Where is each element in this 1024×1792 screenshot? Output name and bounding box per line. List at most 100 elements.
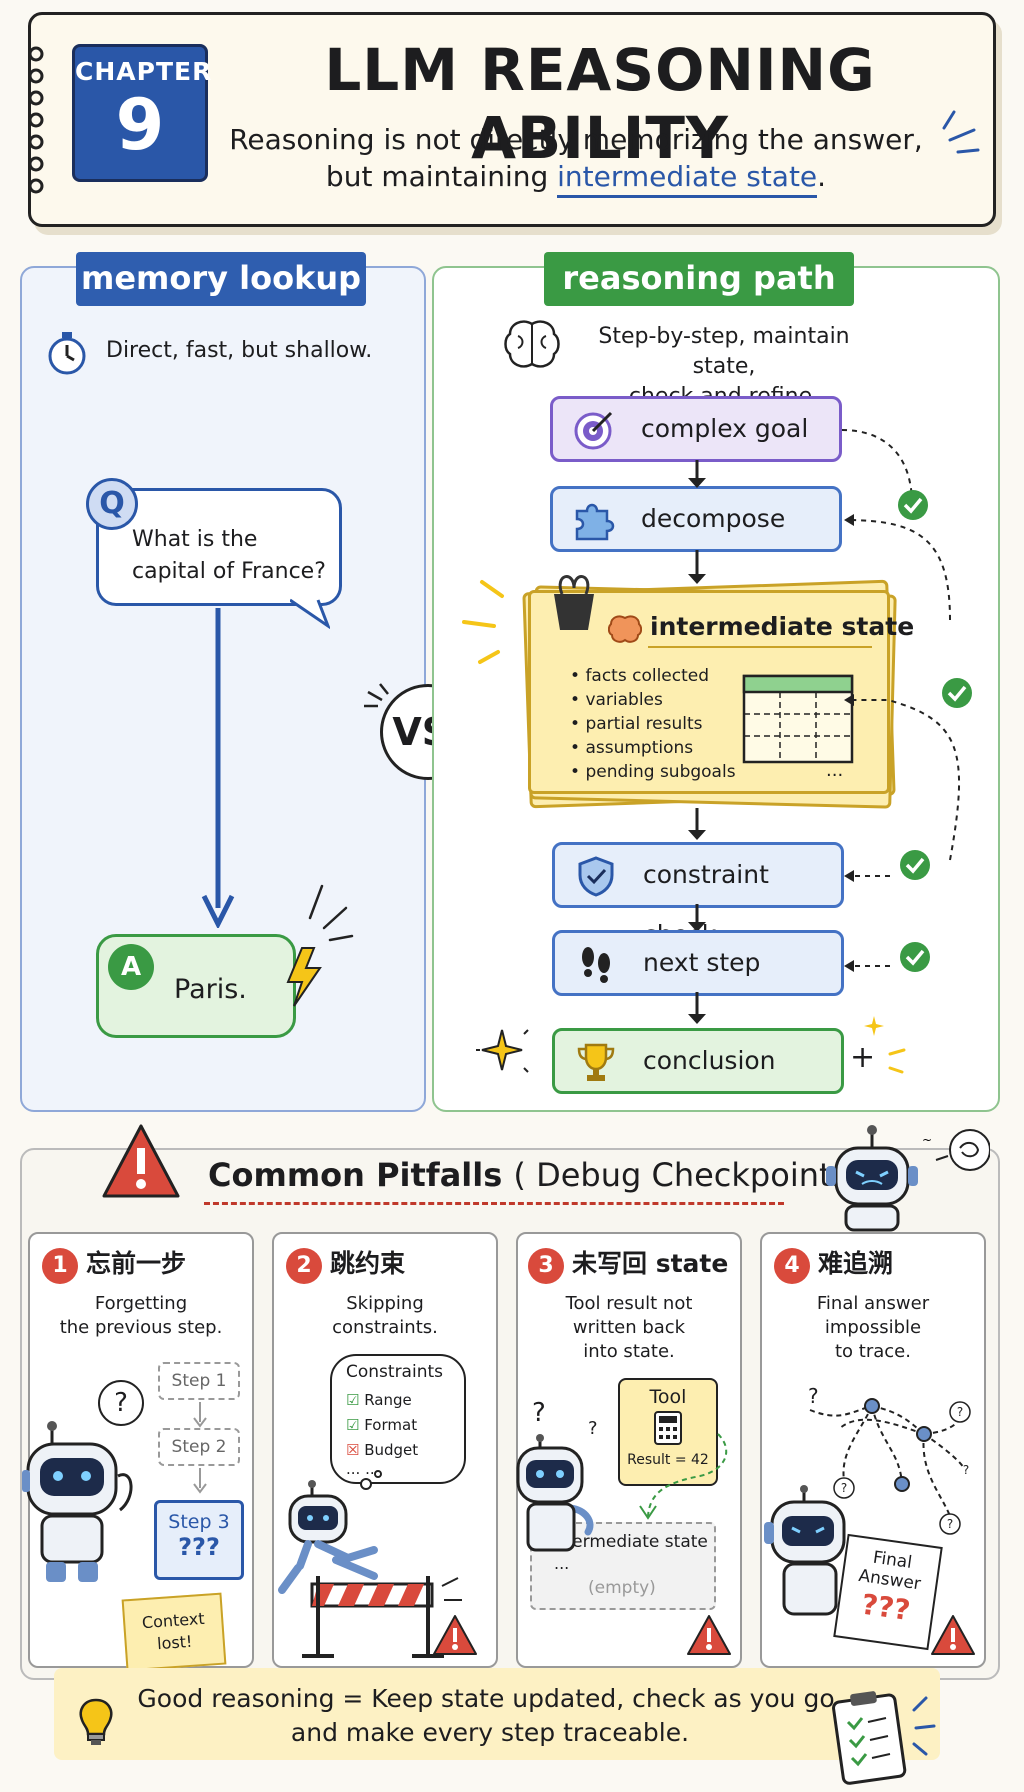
tool-card: Tool Result = 42 bbox=[618, 1378, 718, 1486]
state-box-label: intermediate state bbox=[550, 1532, 708, 1552]
desc-line: Tool result not bbox=[565, 1293, 693, 1314]
pitfall-number: 2 bbox=[286, 1248, 322, 1284]
subtitle-line-1: Reasoning is not directly memorizing the… bbox=[229, 123, 923, 156]
pitfall-3-title: 3 未写回 state bbox=[528, 1244, 728, 1284]
state-items-list: facts collected variables partial result… bbox=[570, 664, 736, 784]
step-box: Step 2 bbox=[158, 1428, 240, 1466]
vs-sparkle-icon bbox=[364, 683, 389, 708]
notebook-spiral-icon bbox=[28, 46, 44, 194]
robot-scratching-icon bbox=[516, 1434, 594, 1552]
desc-line: Final answer bbox=[816, 1293, 930, 1314]
step-label: Step 3 bbox=[168, 1511, 230, 1533]
checkbox-checked-icon: ☑ bbox=[346, 1416, 365, 1434]
pitfall-3-desc: Tool result not written back into state. bbox=[522, 1292, 736, 1364]
confused-robot-icon: ~ bbox=[826, 1125, 990, 1232]
state-item: pending subgoals bbox=[570, 760, 735, 784]
feedback-loops bbox=[841, 429, 960, 972]
robot-sad-icon bbox=[764, 1485, 846, 1616]
svg-text:?: ? bbox=[963, 1463, 969, 1477]
sparkle-lines-icon bbox=[942, 110, 980, 154]
constraint-label: Format bbox=[364, 1416, 418, 1434]
sparkle-small-icon bbox=[864, 1016, 906, 1074]
pitfall-title-text: 跳约束 bbox=[330, 1249, 406, 1278]
warning-icon bbox=[931, 1615, 975, 1655]
flow-arrow bbox=[688, 992, 706, 1024]
step-label: next step bbox=[643, 948, 761, 977]
svg-text:?: ? bbox=[841, 1481, 847, 1495]
state-more: ... bbox=[826, 760, 844, 781]
checkbox-crossed-icon: ☒ bbox=[346, 1441, 365, 1459]
state-box-dots: ... bbox=[554, 1554, 570, 1573]
brain-small-icon bbox=[608, 615, 642, 643]
subtitle-text: but maintaining bbox=[325, 160, 549, 193]
step-arrow bbox=[193, 1402, 207, 1428]
desc-line: impossible bbox=[824, 1317, 922, 1338]
constraints-bubble bbox=[330, 1354, 466, 1484]
check-icon bbox=[942, 678, 972, 708]
trophy-icon bbox=[577, 1043, 615, 1081]
question-text: What is the capital of France? bbox=[132, 527, 326, 584]
pitfalls-underline bbox=[204, 1202, 784, 1205]
step-label: complex goal bbox=[641, 414, 809, 443]
pitfall-number: 3 bbox=[528, 1248, 564, 1284]
check-icon bbox=[898, 490, 928, 520]
pitfall-2-title: 2 跳约束 bbox=[286, 1244, 405, 1284]
binder-clip-icon bbox=[554, 575, 594, 630]
robot-hurdle-icon bbox=[278, 1470, 462, 1658]
answer-badge: A bbox=[108, 944, 154, 990]
question-bubble-small: ? bbox=[98, 1380, 144, 1426]
pitfall-title-text: 未写回 state bbox=[572, 1249, 729, 1278]
robot-thinking-icon bbox=[22, 1421, 133, 1582]
check-icon bbox=[900, 942, 930, 972]
lightning-icon bbox=[286, 884, 354, 1007]
question-badge: Q bbox=[86, 478, 138, 530]
stopwatch-icon bbox=[48, 332, 86, 375]
constraint-row: ☒ Budget bbox=[346, 1438, 418, 1463]
step-constraint-check: constraint check bbox=[552, 842, 844, 949]
pitfalls-subtitle: ( Debug Checkpoints) bbox=[513, 1156, 861, 1194]
paper-marks: ??? bbox=[859, 1587, 913, 1628]
step-label: decompose bbox=[641, 504, 786, 533]
chapter-label: CHAPTER bbox=[75, 57, 213, 86]
footprints-icon bbox=[582, 947, 610, 983]
dashed-arrow bbox=[639, 1433, 728, 1520]
pitfall-number: 4 bbox=[774, 1248, 810, 1284]
checkbox-checked-icon: ☑ bbox=[346, 1391, 365, 1409]
shield-icon bbox=[578, 856, 614, 897]
tool-result: Result = 42 bbox=[627, 1452, 709, 1468]
target-icon bbox=[574, 411, 613, 450]
svg-text:?: ? bbox=[957, 1405, 963, 1419]
pitfall-1-desc: Forgetting the previous step. bbox=[34, 1292, 248, 1340]
subtitle-highlight: intermediate state bbox=[557, 160, 818, 198]
constraint-row: ☑ Range bbox=[346, 1388, 418, 1413]
bubble-tail-icon bbox=[290, 598, 330, 630]
plus-sign: + bbox=[850, 1040, 876, 1075]
question-mark: ? bbox=[588, 1418, 598, 1439]
warning-icon bbox=[687, 1615, 731, 1655]
state-item: assumptions bbox=[570, 736, 736, 760]
page-title: LLM REASONING ABILITY bbox=[324, 36, 876, 172]
tangled-graph-icon: ???? bbox=[809, 1398, 971, 1535]
warning-icon bbox=[102, 1124, 180, 1198]
final-answer-paper: Final Answer ??? bbox=[833, 1533, 943, 1651]
pitfall-title-text: 难追溯 bbox=[818, 1249, 894, 1278]
pitfall-title-text: 忘前一步 bbox=[86, 1249, 187, 1278]
step-next-step: next step bbox=[552, 930, 844, 996]
step-conclusion: conclusion bbox=[552, 1028, 844, 1094]
clipboard-checklist-icon bbox=[832, 1691, 936, 1785]
direct-arrow bbox=[201, 608, 235, 928]
state-box-empty: (empty) bbox=[588, 1578, 656, 1598]
constraints-list: ☑ Range ☑ Format ☒ Budget ... ... bbox=[346, 1388, 418, 1482]
constraint-more: ... ... bbox=[346, 1460, 380, 1478]
sparkle-icon bbox=[476, 1029, 529, 1073]
state-item: variables bbox=[570, 688, 736, 712]
desc-line: the previous step. bbox=[59, 1317, 223, 1338]
puzzle-icon bbox=[575, 503, 615, 541]
chapter-badge: CHAPTER 9 bbox=[72, 44, 213, 182]
footer-text: Good reasoning = Keep state updated, che… bbox=[120, 1682, 860, 1750]
step-marks: ??? bbox=[178, 1533, 220, 1561]
chapter-number: 9 bbox=[115, 84, 165, 166]
step-label: conclusion bbox=[643, 1046, 776, 1075]
pitfall-4-desc: Final answer impossible to trace. bbox=[766, 1292, 980, 1364]
